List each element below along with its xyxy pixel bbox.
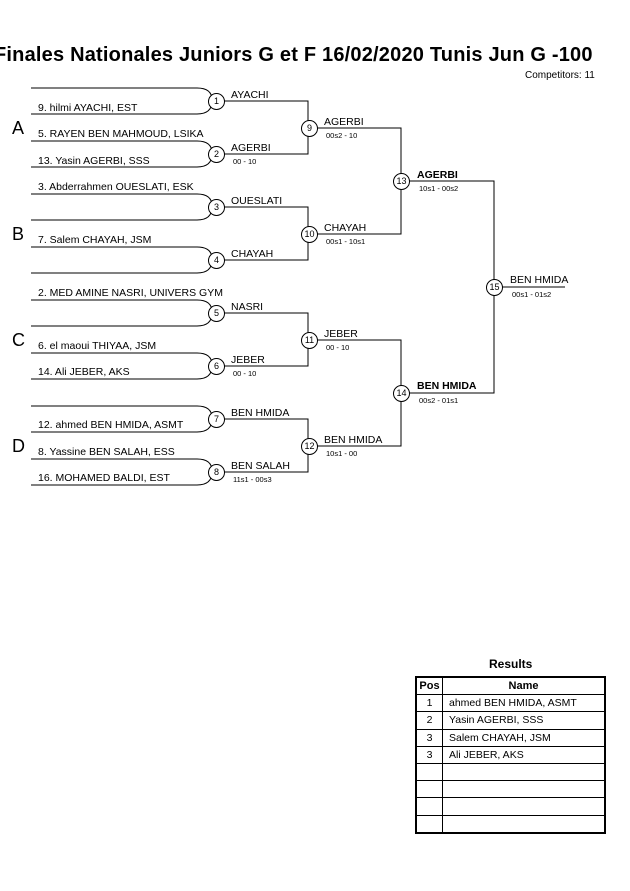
match-score: 10s1 - 00 <box>326 449 358 458</box>
match-winner: CHAYAH <box>324 222 367 234</box>
match-winner: NASRI <box>231 301 264 313</box>
match-score: 11s1 - 00s3 <box>233 475 272 484</box>
match-winner: BEN SALAH <box>231 460 290 472</box>
match-score: 00s2 - 01s1 <box>419 396 459 405</box>
pos-cell: 3 <box>415 728 443 747</box>
match-number-badge: 11 <box>301 332 318 349</box>
name-cell: Ali JEBER, AKS <box>442 745 606 764</box>
competitor-entry: 9. hilmi AYACHI, EST <box>38 102 138 114</box>
match-score: 00s1 - 01s2 <box>512 290 552 299</box>
competitor-entry: 8. Yassine BEN SALAH, ESS <box>38 446 175 458</box>
pos-cell <box>415 780 443 799</box>
match-number-badge: 6 <box>208 358 225 375</box>
name-cell <box>442 797 606 816</box>
match-winner: BEN HMIDA <box>231 407 290 419</box>
pos-cell: 2 <box>415 711 443 730</box>
competitor-entry: 7. Salem CHAYAH, JSM <box>38 234 152 246</box>
competitor-entry: 2. MED AMINE NASRI, UNIVERS GYM <box>38 287 223 299</box>
pos-cell <box>415 762 443 782</box>
match-score: 00 - 10 <box>326 343 350 352</box>
match-number-badge: 14 <box>393 385 410 402</box>
match-number-badge: 10 <box>301 226 318 243</box>
match-number-badge: 9 <box>301 120 318 137</box>
match-number-badge: 8 <box>208 464 225 481</box>
page-title: Finales Nationales Juniors G et F 16/02/… <box>0 44 593 66</box>
competitor-entry: 12. ahmed BEN HMIDA, ASMT <box>38 419 184 431</box>
competitor-entry: 13. Yasin AGERBI, SSS <box>38 155 150 167</box>
match-score: 00s2 - 10 <box>326 131 358 140</box>
column-header-pos: Pos <box>415 676 443 696</box>
match-winner: AYACHI <box>231 89 269 101</box>
pool-label-d: D <box>12 436 25 456</box>
match-winner: OUESLATI <box>231 195 283 207</box>
match-number-badge: 3 <box>208 199 225 216</box>
competitor-entry: 14. Ali JEBER, AKS <box>38 366 130 378</box>
pos-cell <box>415 797 443 816</box>
pool-label-a: A <box>12 118 25 138</box>
name-cell: Yasin AGERBI, SSS <box>442 711 606 730</box>
match-winner: AGERBI <box>231 142 271 154</box>
table-row <box>415 780 606 799</box>
competitor-entry: 5. RAYEN BEN MAHMOUD, LSIKA <box>38 128 204 140</box>
match-score: 00 - 10 <box>233 157 257 166</box>
match-score: 00s1 - 10s1 <box>326 237 366 246</box>
match-number-badge: 13 <box>393 173 410 190</box>
competitor-entry: 3. Abderrahmen OUESLATI, ESK <box>38 181 194 193</box>
table-row <box>415 797 606 816</box>
table-row <box>415 762 606 782</box>
table-row <box>415 814 606 834</box>
match-number-badge: 4 <box>208 252 225 269</box>
results-header-row: Pos Name <box>415 676 606 696</box>
match-number-badge: 15 <box>486 279 503 296</box>
match-score: 00 - 10 <box>233 369 257 378</box>
match-number-badge: 7 <box>208 411 225 428</box>
pos-cell: 3 <box>415 745 443 764</box>
match-winner: AGERBI <box>324 116 364 128</box>
pool-label-c: C <box>12 330 25 350</box>
match-number-badge: 2 <box>208 146 225 163</box>
name-cell <box>442 780 606 799</box>
match-number-badge: 5 <box>208 305 225 322</box>
competitor-count: Competitors: 11 <box>525 70 595 81</box>
match-score: 10s1 - 00s2 <box>419 184 459 193</box>
match-winner: JEBER <box>324 328 358 340</box>
name-cell: Salem CHAYAH, JSM <box>442 728 606 747</box>
match-winner: BEN HMIDA <box>324 434 383 446</box>
match-winner: BEN HMIDA <box>417 380 477 392</box>
competitor-entry: 16. MOHAMED BALDI, EST <box>38 472 170 484</box>
match-winner: CHAYAH <box>231 248 274 260</box>
name-cell <box>442 762 606 782</box>
pool-label-b: B <box>12 224 25 244</box>
final-winner: BEN HMIDA <box>510 274 569 286</box>
match-number-badge: 1 <box>208 93 225 110</box>
column-header-name: Name <box>442 676 606 696</box>
match-winner: JEBER <box>231 354 265 366</box>
match-winner: AGERBI <box>417 169 458 181</box>
results-title: Results <box>489 657 533 671</box>
name-cell <box>442 814 606 834</box>
competitor-entry: 6. el maoui THIYAA, JSM <box>38 340 157 352</box>
pos-cell <box>415 814 443 834</box>
pos-cell: 1 <box>415 694 443 713</box>
name-cell: ahmed BEN HMIDA, ASMT <box>442 694 606 713</box>
match-number-badge: 12 <box>301 438 318 455</box>
